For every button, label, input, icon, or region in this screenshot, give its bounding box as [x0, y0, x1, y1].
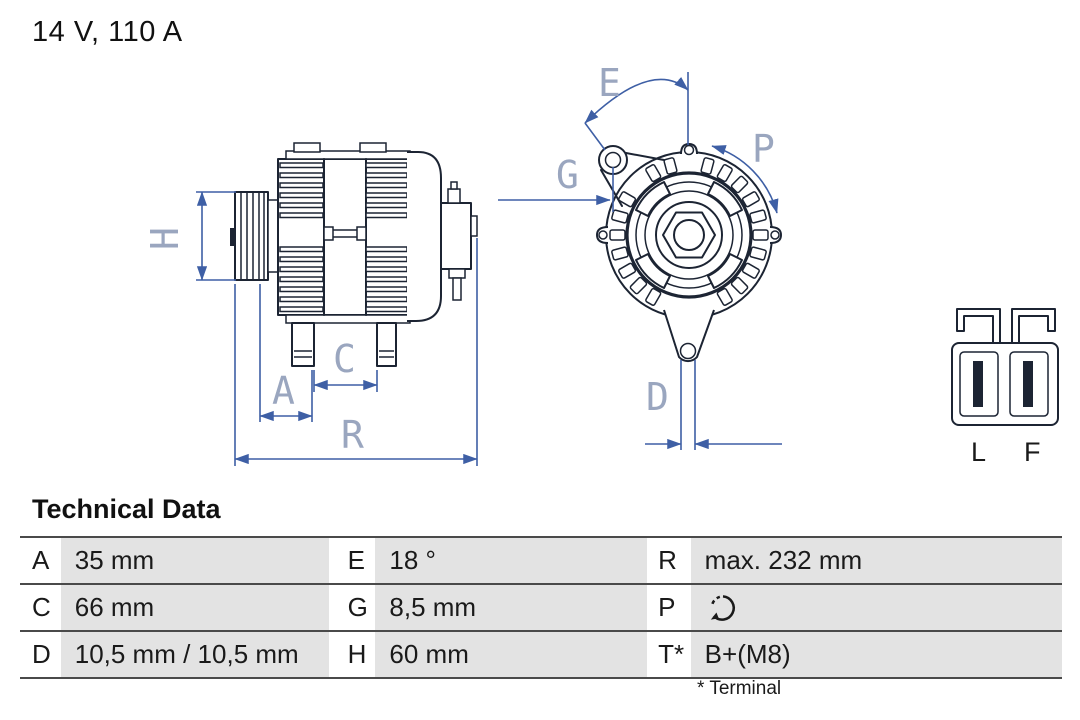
table-row: A 35 mm E 18 ° R max. 232 mm — [20, 538, 1062, 585]
pin-label-l: L — [971, 437, 986, 467]
dim-label-p: P — [752, 127, 775, 171]
spec-value-h: 60 mm — [375, 632, 648, 677]
spec-label-e: E — [328, 538, 376, 583]
dim-label-c: C — [333, 337, 356, 381]
spec-value-a: 35 mm — [60, 538, 329, 583]
spec-label-h: H — [328, 632, 376, 677]
rotation-direction-icon — [710, 594, 735, 621]
page-title: 14 V, 110 A — [32, 16, 183, 48]
table-row: C 66 mm G 8,5 mm P — [20, 585, 1062, 632]
table-heading: Technical Data — [32, 494, 221, 524]
spec-value-r: max. 232 mm — [690, 538, 1062, 583]
spec-label-c: C — [20, 585, 61, 630]
alternator-side-view: H A C R — [143, 142, 478, 466]
spec-label-a: A — [20, 538, 61, 583]
spec-label-r: R — [647, 538, 691, 583]
dimension-lines-side: H A C R — [143, 191, 478, 466]
technical-data-table: A 35 mm E 18 ° R max. 232 mm C 66 mm G 8… — [20, 536, 1062, 679]
terminal-footnote: * Terminal — [697, 678, 782, 699]
spec-label-g: G — [328, 585, 376, 630]
spec-value-g: 8,5 mm — [375, 585, 648, 630]
cooling-fins-right — [365, 162, 408, 313]
cooling-fins-left — [279, 162, 324, 313]
spec-label-d: D — [20, 632, 61, 677]
dim-label-g: G — [556, 153, 579, 197]
dim-label-d: D — [646, 375, 669, 419]
spec-value-t: B+(M8) — [690, 632, 1062, 677]
dim-label-a: A — [272, 369, 295, 413]
table-row: D 10,5 mm / 10,5 mm H 60 mm T* B+(M8) — [20, 632, 1062, 679]
alternator-front-view: E G P D — [498, 61, 782, 450]
dim-label-r: R — [341, 413, 364, 457]
spec-label-t: T* — [647, 632, 691, 677]
shaft-nut — [662, 211, 716, 259]
pin-slot-l — [973, 361, 983, 407]
spec-value-p — [690, 585, 1062, 630]
dim-label-e: E — [598, 61, 621, 105]
pin-slot-f — [1023, 361, 1033, 407]
spec-value-d: 10,5 mm / 10,5 mm — [60, 632, 329, 677]
dimension-lines-front: E G P D — [498, 61, 782, 450]
spec-value-e: 18 ° — [375, 538, 648, 583]
technical-drawing: H A C R — [143, 61, 1059, 467]
dim-label-h: H — [143, 227, 187, 250]
spec-value-c: 66 mm — [60, 585, 329, 630]
connector-diagram: L F — [951, 308, 1059, 467]
spec-label-p: P — [647, 585, 691, 630]
pin-label-f: F — [1024, 437, 1041, 467]
